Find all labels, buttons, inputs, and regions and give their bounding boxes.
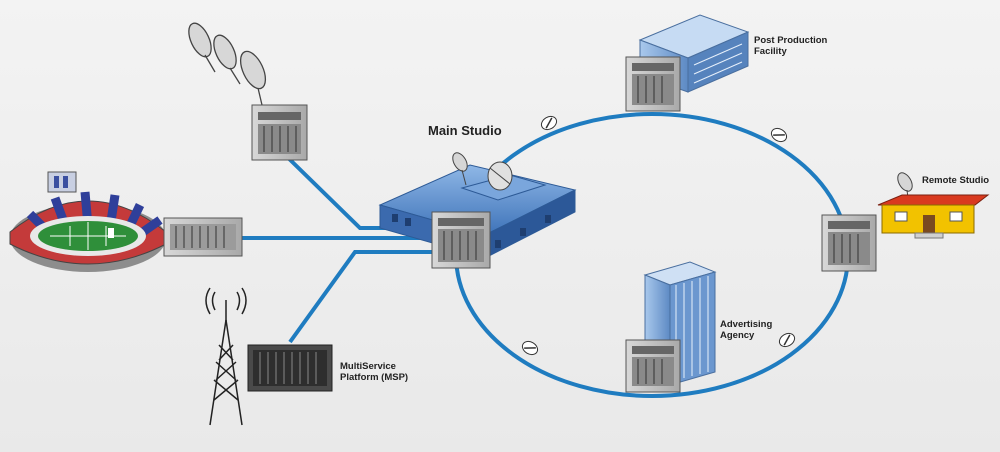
remote-studio-rack-icon <box>821 214 877 272</box>
ring-connector <box>778 332 796 348</box>
stadium-rack-icon <box>163 217 243 257</box>
main-studio-building-icon <box>378 152 577 259</box>
advertising-agency-rack-icon <box>625 339 681 393</box>
satellite-dishes-icon <box>188 22 269 109</box>
msp-label: MultiService Platform (MSP) <box>340 361 409 384</box>
post-production-label-line1: Post Production <box>754 35 828 46</box>
advertising-agency-label-line2: Agency <box>720 329 755 341</box>
cell-tower-icon <box>205 287 247 426</box>
ring-connector <box>540 115 558 131</box>
msp-label-line1: MultiService <box>340 361 396 372</box>
main-studio-label: Main Studio <box>428 123 502 138</box>
ring-connector <box>521 340 539 356</box>
link-msp <box>288 250 432 344</box>
ring-connector <box>770 127 788 143</box>
msp-label-line2: Platform (MSP) <box>340 371 409 383</box>
remote-studio-building-icon <box>877 172 990 239</box>
stadium-icon <box>9 171 167 272</box>
post-production-rack-icon <box>625 56 681 112</box>
satellite-rack-icon <box>251 104 308 161</box>
main-studio-rack-icon <box>431 211 491 269</box>
advertising-agency-label-line1: Advertising <box>720 319 773 330</box>
post-production-label: Post Production Facility <box>754 35 828 58</box>
msp-rack-icon <box>247 344 333 392</box>
post-production-label-line2: Facility <box>754 45 787 57</box>
remote-studio-label: Remote Studio <box>922 175 990 186</box>
advertising-agency-label: Advertising Agency <box>720 319 773 342</box>
